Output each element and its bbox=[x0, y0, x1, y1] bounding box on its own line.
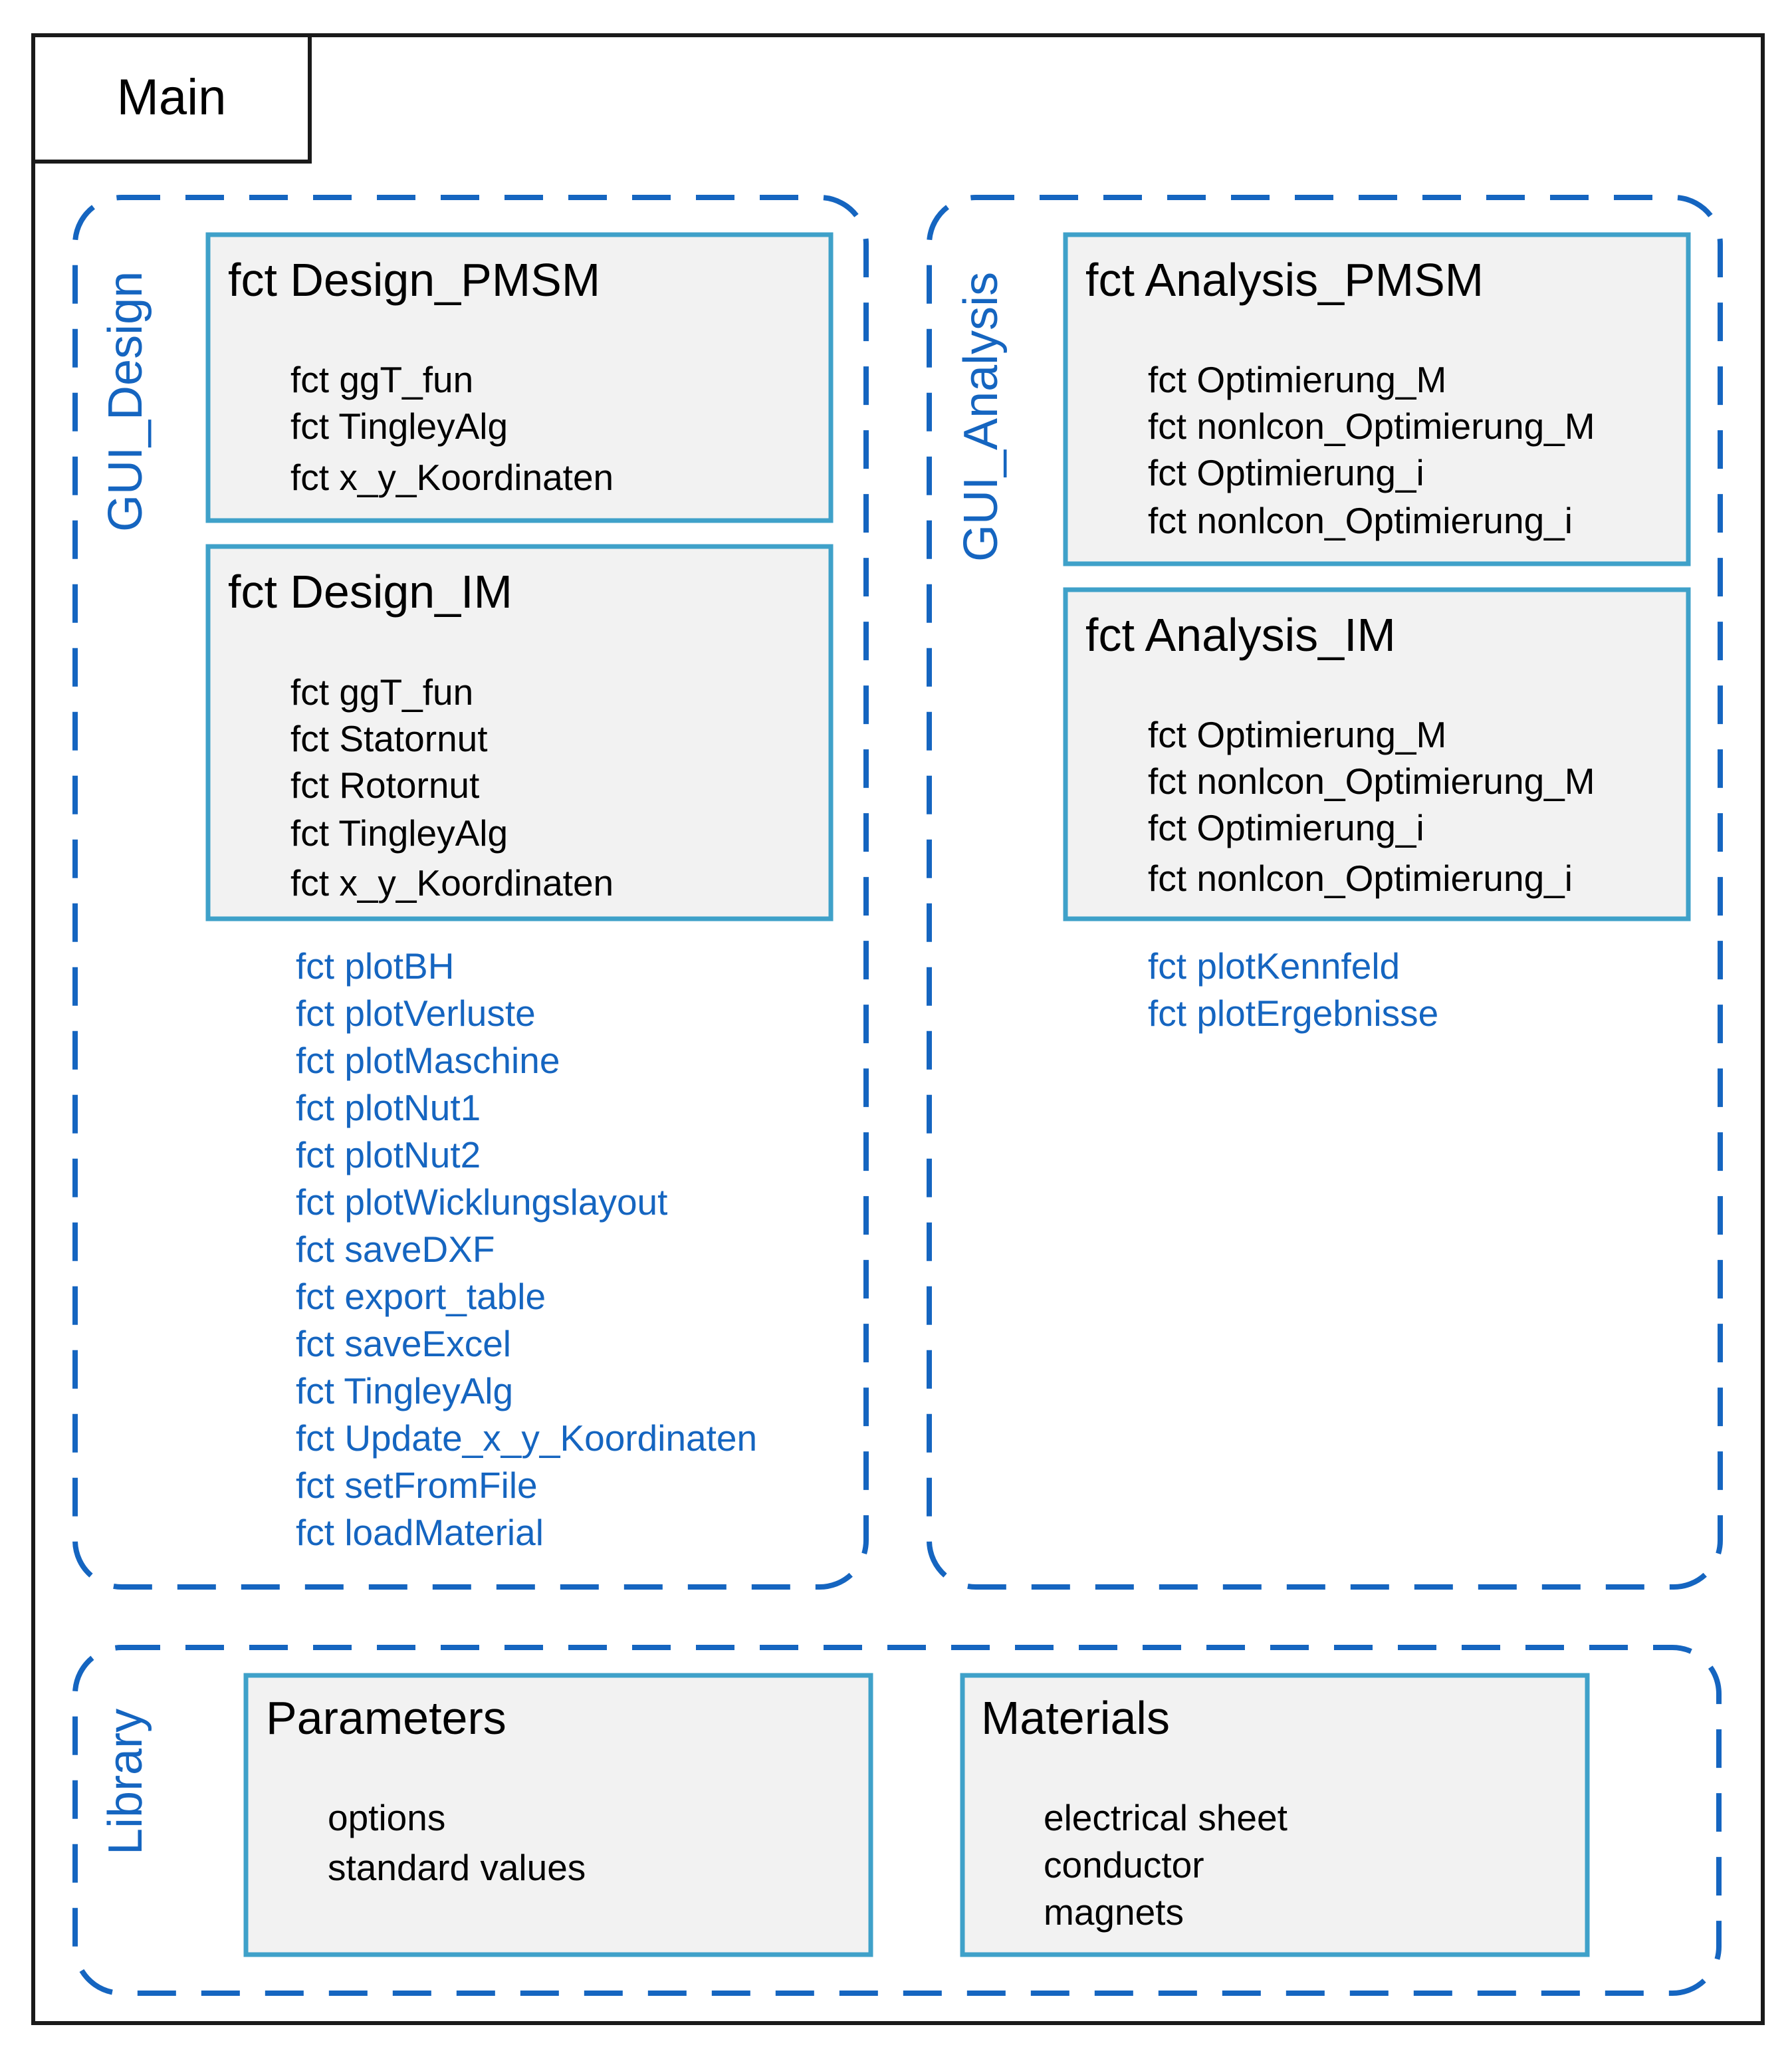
gui-design-function: fct plotWicklungslayout bbox=[296, 1181, 667, 1223]
gui-analysis-function: fct plotKennfeld bbox=[1148, 945, 1400, 987]
design-pmsm-title: fct Design_PMSM bbox=[228, 254, 600, 306]
gui-design-function: fct plotNut1 bbox=[296, 1087, 481, 1128]
materials-box: Materials electrical sheet conductor mag… bbox=[960, 1673, 1590, 1957]
analysis-im-item: fct Optimierung_i bbox=[1148, 807, 1424, 848]
gui-design-function: fct export_table bbox=[296, 1276, 546, 1317]
gui-design-function: fct loadMaterial bbox=[296, 1512, 544, 1553]
analysis-pmsm-item: fct Optimierung_M bbox=[1148, 359, 1446, 400]
design-im-item: fct TingleyAlg bbox=[290, 812, 508, 854]
gui-design-function: fct plotMaschine bbox=[296, 1040, 560, 1081]
analysis-im-item: fct Optimierung_M bbox=[1148, 714, 1446, 755]
gui-design-function: fct saveExcel bbox=[296, 1323, 511, 1364]
analysis-pmsm-title: fct Analysis_PMSM bbox=[1085, 254, 1484, 306]
gui-design-function: fct Update_x_y_Koordinaten bbox=[296, 1417, 757, 1459]
gui-analysis-region bbox=[927, 195, 1723, 1590]
parameters-box: Parameters options standard values bbox=[243, 1673, 873, 1957]
gui-analysis-label: GUI_Analysis bbox=[954, 272, 1008, 562]
gui-design-function-list: fct plotBH fct plotVerluste fct plotMasc… bbox=[296, 945, 757, 1553]
materials-item: conductor bbox=[1044, 1844, 1204, 1885]
design-im-item: fct Statornut bbox=[290, 718, 488, 759]
main-title: Main bbox=[117, 69, 227, 126]
analysis-im-title: fct Analysis_IM bbox=[1085, 609, 1396, 661]
design-pmsm-item: fct x_y_Koordinaten bbox=[290, 457, 614, 498]
design-pmsm-box: fct Design_PMSM fct ggT_fun fct TingleyA… bbox=[205, 232, 834, 523]
library-region bbox=[72, 1645, 1722, 1996]
analysis-pmsm-box: fct Analysis_PMSM fct Optimierung_M fct … bbox=[1063, 232, 1691, 566]
design-pmsm-item: fct TingleyAlg bbox=[290, 406, 508, 447]
parameters-title: Parameters bbox=[266, 1692, 506, 1744]
main-tab bbox=[31, 33, 312, 164]
gui-analysis-function: fct plotErgebnisse bbox=[1148, 993, 1438, 1034]
analysis-im-box: fct Analysis_IM fct Optimierung_M fct no… bbox=[1063, 587, 1691, 921]
design-im-item: fct Rotornut bbox=[290, 765, 479, 806]
gui-design-function: fct setFromFile bbox=[296, 1465, 538, 1506]
parameters-item: options bbox=[328, 1797, 445, 1838]
gui-design-function: fct TingleyAlg bbox=[296, 1370, 513, 1411]
gui-design-function: fct plotBH bbox=[296, 945, 454, 987]
gui-design-function: fct saveDXF bbox=[296, 1229, 495, 1270]
gui-design-function: fct plotVerluste bbox=[296, 993, 536, 1034]
gui-analysis-function-list: fct plotKennfeld fct plotErgebnisse bbox=[1148, 945, 1438, 1034]
gui-design-region bbox=[72, 195, 869, 1590]
parameters-item: standard values bbox=[328, 1847, 586, 1888]
materials-item: electrical sheet bbox=[1044, 1797, 1288, 1838]
analysis-pmsm-item: fct nonlcon_Optimierung_i bbox=[1148, 500, 1573, 541]
analysis-pmsm-item: fct Optimierung_i bbox=[1148, 452, 1424, 493]
design-im-item: fct x_y_Koordinaten bbox=[290, 862, 614, 904]
design-im-title: fct Design_IM bbox=[228, 566, 512, 618]
materials-item: magnets bbox=[1044, 1891, 1184, 1933]
gui-design-label: GUI_Design bbox=[99, 271, 152, 532]
analysis-im-item: fct nonlcon_Optimierung_M bbox=[1148, 761, 1595, 802]
design-im-box: fct Design_IM fct ggT_fun fct Statornut … bbox=[205, 544, 834, 921]
analysis-im-item: fct nonlcon_Optimierung_i bbox=[1148, 858, 1573, 899]
design-pmsm-item: fct ggT_fun bbox=[290, 359, 473, 400]
materials-title: Materials bbox=[981, 1692, 1170, 1744]
analysis-pmsm-item: fct nonlcon_Optimierung_M bbox=[1148, 406, 1595, 447]
design-im-item: fct ggT_fun bbox=[290, 671, 473, 713]
library-label: Library bbox=[99, 1709, 152, 1855]
gui-design-function: fct plotNut2 bbox=[296, 1134, 481, 1175]
